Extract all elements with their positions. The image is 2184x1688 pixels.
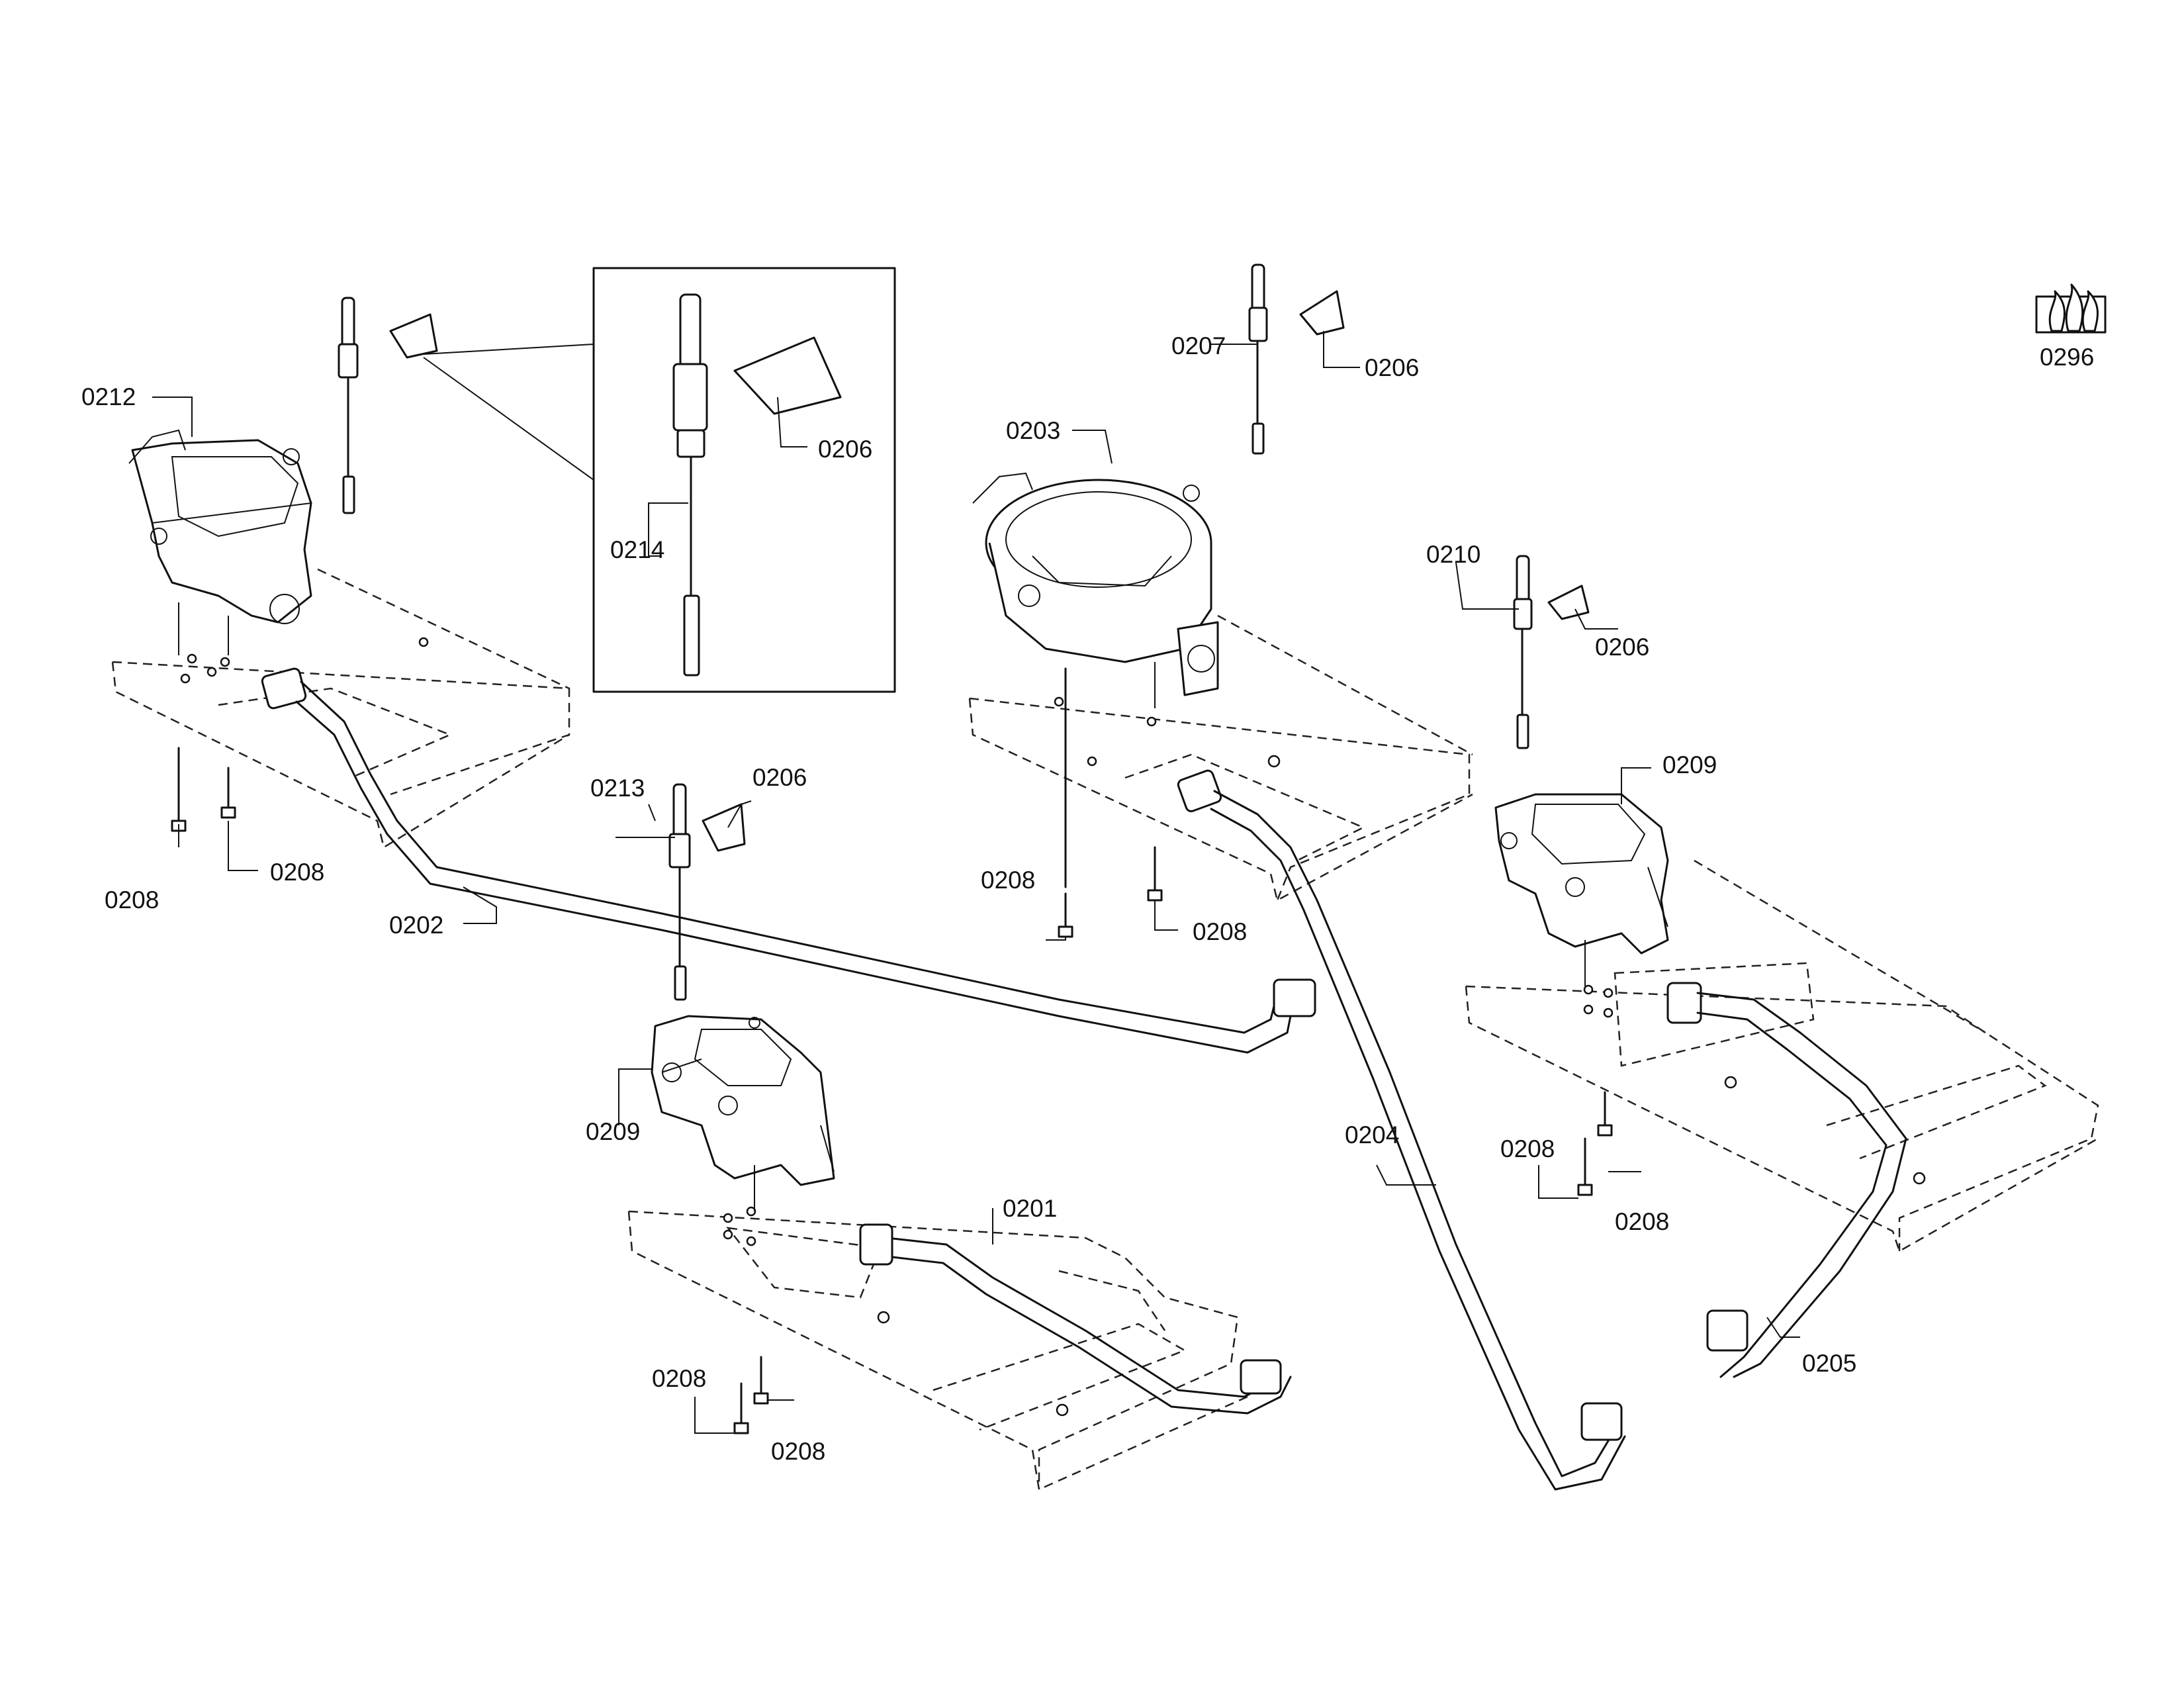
callout-0208-left-a: 0208 bbox=[105, 886, 159, 914]
callout-0208-bottom-a: 0208 bbox=[652, 1365, 706, 1392]
base-tray-rear-right bbox=[1465, 859, 2099, 1252]
callout-0296: 0296 bbox=[2040, 344, 2094, 371]
callout-labels: 0212 0214 0206 0207 0206 0203 0296 0210 … bbox=[81, 332, 2094, 1465]
callout-0207: 0207 bbox=[1171, 332, 1226, 359]
callout-0213: 0213 bbox=[590, 774, 645, 802]
callout-0208-center-a: 0208 bbox=[981, 867, 1035, 894]
gas-tube-0205 bbox=[1666, 982, 1907, 1378]
burner-body-0209-left bbox=[651, 1015, 835, 1186]
callout-0206-inset: 0206 bbox=[818, 436, 872, 463]
screws-0208-right bbox=[1577, 940, 1613, 1196]
electrode-left bbox=[338, 297, 438, 514]
electrode-0213 bbox=[668, 783, 746, 1001]
burner-body-0203 bbox=[972, 472, 1219, 696]
burner-body-0212 bbox=[128, 429, 312, 624]
callout-0208-right-a: 0208 bbox=[1500, 1135, 1555, 1162]
screws-0208-bottom bbox=[733, 1165, 769, 1434]
callout-0206-right: 0206 bbox=[1595, 633, 1649, 661]
electrode-0207 bbox=[1248, 263, 1345, 455]
callout-0209-right: 0209 bbox=[1662, 751, 1717, 778]
callout-0205: 0205 bbox=[1802, 1350, 1856, 1377]
gas-tube-0204 bbox=[1177, 769, 1626, 1491]
electrode-0210 bbox=[1513, 555, 1590, 749]
callout-0209-left: 0209 bbox=[586, 1118, 640, 1145]
callout-0208-left-b: 0208 bbox=[270, 859, 324, 886]
callout-0208-bottom-b: 0208 bbox=[771, 1438, 825, 1465]
callout-0212: 0212 bbox=[81, 383, 136, 410]
gas-tube-0201 bbox=[859, 1223, 1292, 1415]
callout-0204: 0204 bbox=[1345, 1121, 1399, 1149]
callout-0201: 0201 bbox=[1003, 1195, 1057, 1222]
base-tray-rear-center bbox=[968, 614, 1473, 902]
callout-0202: 0202 bbox=[389, 912, 443, 939]
gas-tube-0202 bbox=[261, 667, 1316, 1054]
callout-leaders bbox=[152, 331, 1800, 1434]
callout-0208-center-b: 0208 bbox=[1193, 918, 1247, 945]
callout-0214: 0214 bbox=[610, 536, 664, 563]
callout-0206-mid: 0206 bbox=[752, 764, 807, 791]
base-tray-front-left bbox=[627, 1206, 1249, 1491]
callout-0210: 0210 bbox=[1426, 541, 1480, 568]
base-tray-rear-left bbox=[111, 568, 570, 849]
burner-body-0209-right bbox=[1494, 793, 1669, 955]
detail-inset-box bbox=[423, 267, 896, 693]
screws-0208-left bbox=[171, 602, 236, 832]
callout-0208-right-b: 0208 bbox=[1615, 1208, 1669, 1235]
callout-0203: 0203 bbox=[1006, 417, 1060, 444]
burner-flame-icon bbox=[2035, 283, 2107, 334]
callout-0206-top: 0206 bbox=[1365, 354, 1419, 381]
